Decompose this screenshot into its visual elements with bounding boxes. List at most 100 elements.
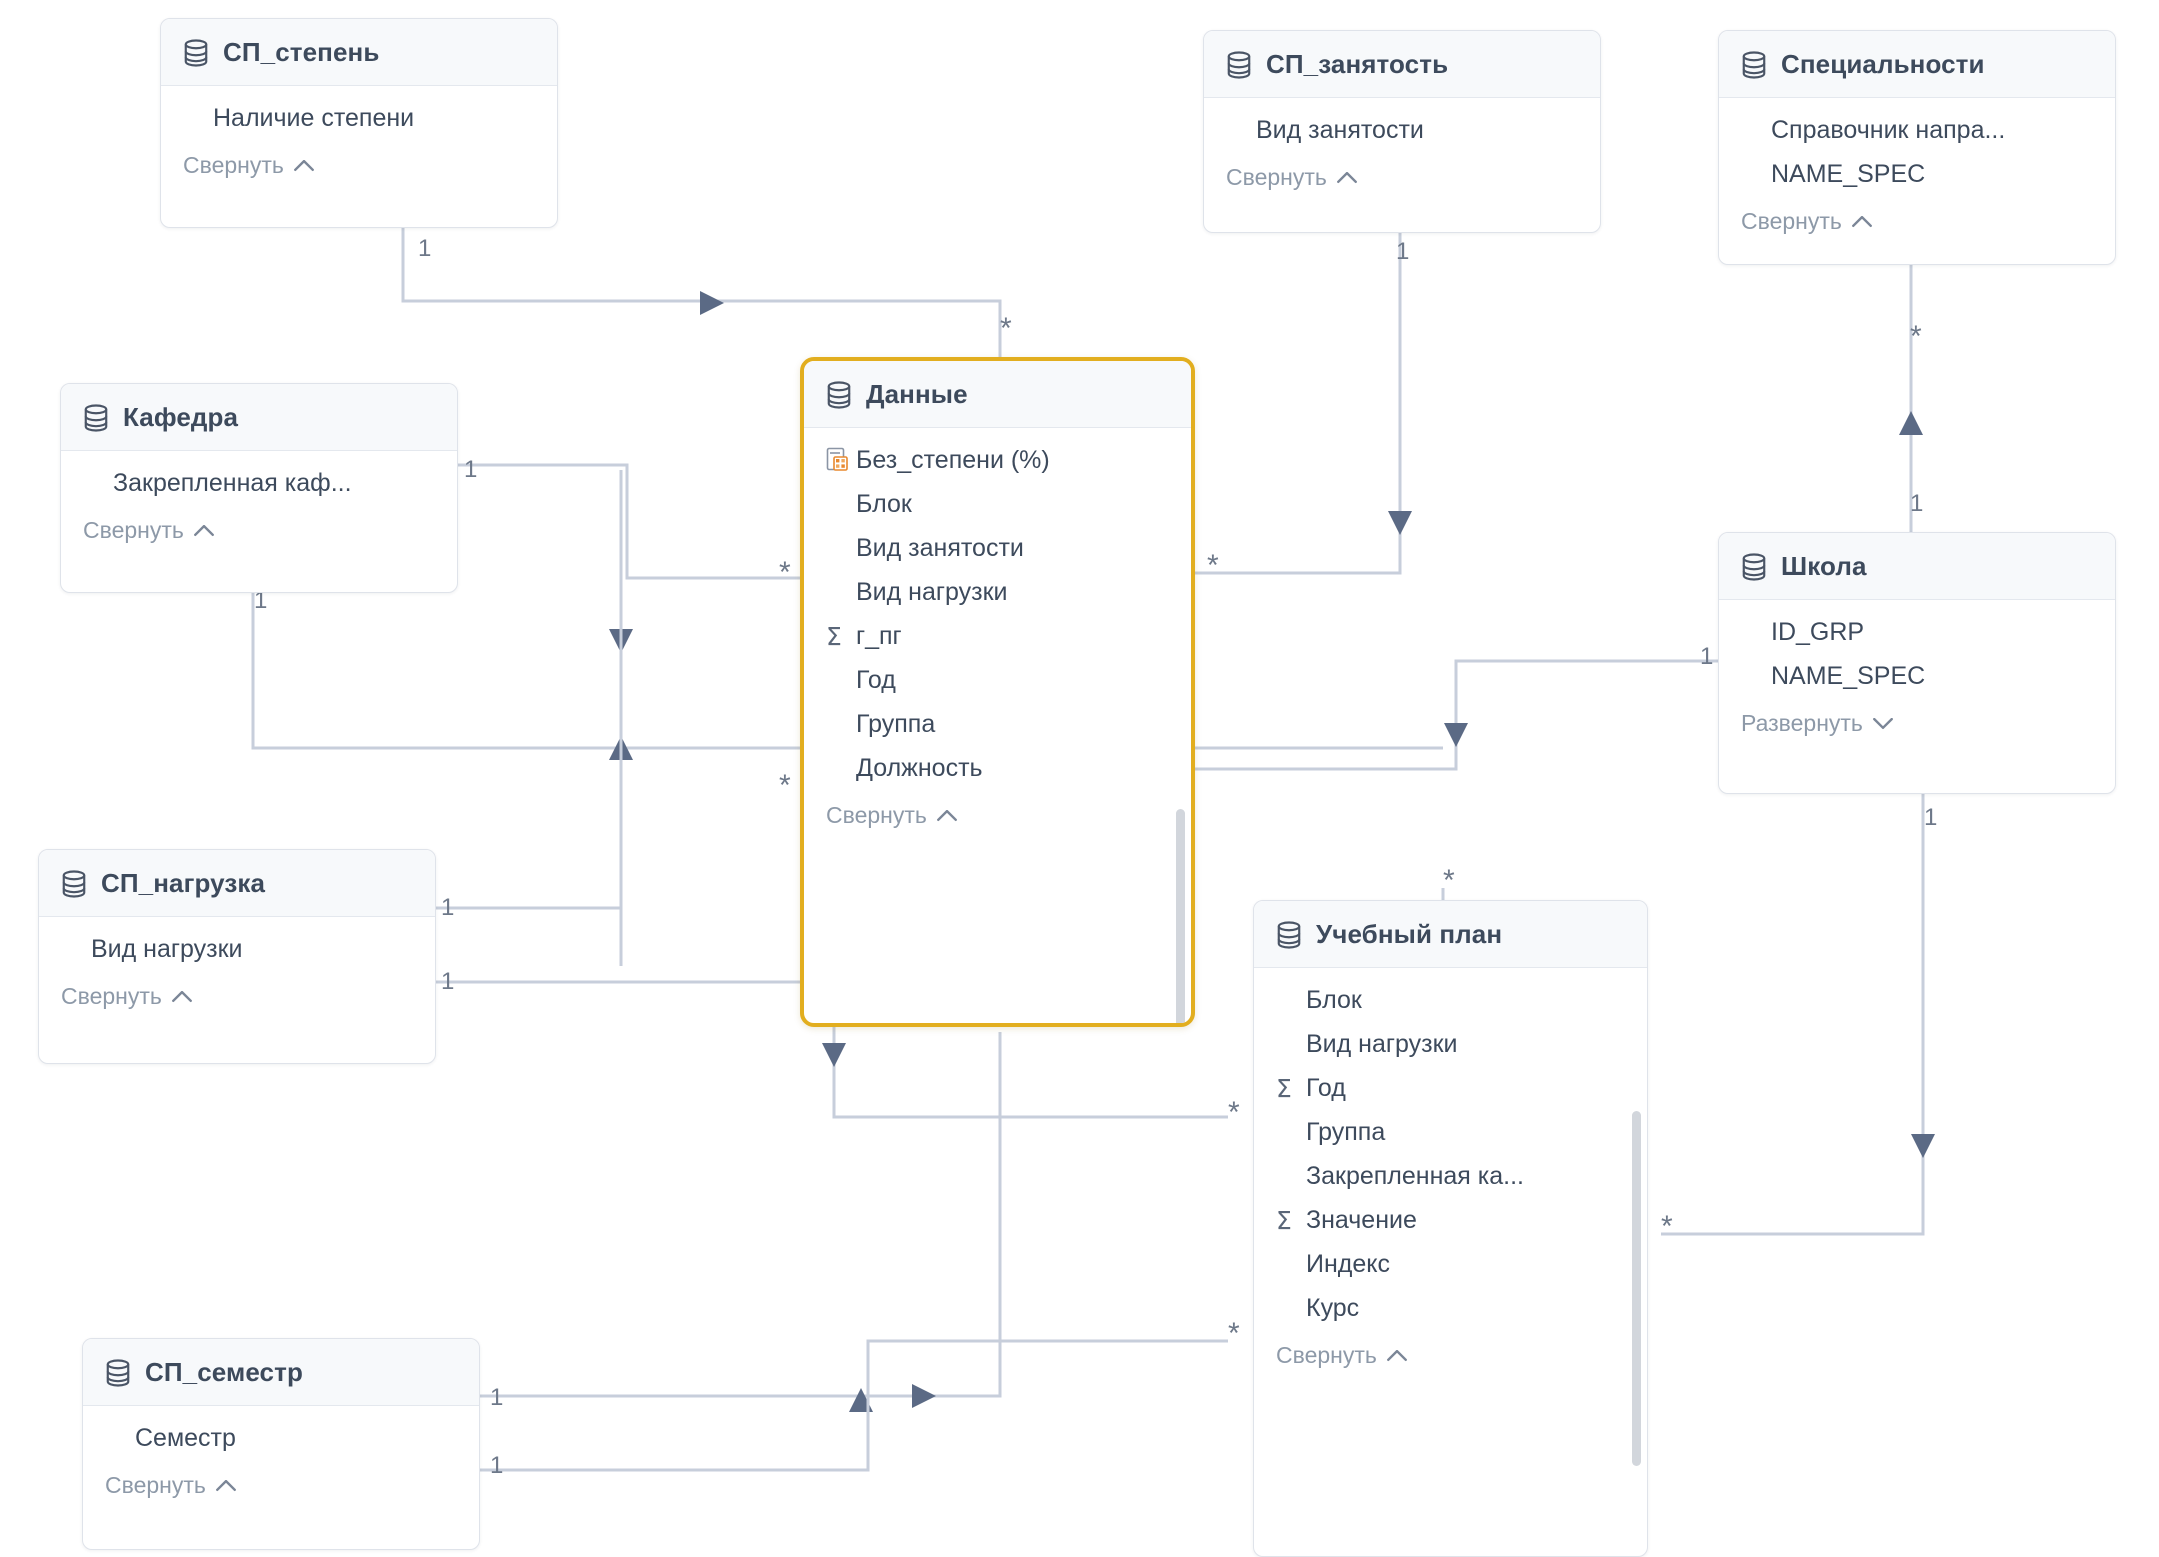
field-row[interactable]: Курс xyxy=(1254,1286,1647,1330)
sum-aggregate-icon: Σ xyxy=(826,621,842,651)
field-row[interactable]: Закрепленная ка... xyxy=(1254,1154,1647,1198)
entity-collapse-label: Свернуть xyxy=(83,517,184,543)
entity-collapse-toggle-dannye[interactable]: Свернуть xyxy=(804,796,1191,845)
field-icon-slot: Σ xyxy=(826,624,856,649)
entity-card-header-uchebny_plan[interactable]: Учебный план xyxy=(1254,901,1647,968)
database-icon xyxy=(106,1358,130,1387)
cardinality-many: * xyxy=(1000,312,1012,345)
chevron-up-icon xyxy=(1336,171,1357,183)
entity-collapse-toggle-sp_stepen[interactable]: Свернуть xyxy=(161,146,557,195)
field-label: Без_степени (%) xyxy=(856,445,1050,474)
entity-collapse-toggle-sp_nagruzka[interactable]: Свернуть xyxy=(39,977,435,1026)
entity-card-header-sp_stepen[interactable]: СП_степень xyxy=(161,19,557,86)
cardinality-many: * xyxy=(1207,549,1219,582)
field-label: Вид занятости xyxy=(856,533,1024,562)
field-row[interactable]: Семестр xyxy=(83,1416,479,1460)
field-icon-slot xyxy=(826,447,856,473)
entity-card-header-specialnosti[interactable]: Специальности xyxy=(1719,31,2115,98)
field-label: Год xyxy=(856,665,896,694)
chevron-up-icon xyxy=(1851,215,1872,227)
field-list-scrollbar[interactable] xyxy=(1176,809,1185,1023)
field-row[interactable]: Группа xyxy=(1254,1110,1647,1154)
cardinality-many: * xyxy=(1910,320,1922,353)
entity-collapse-label: Свернуть xyxy=(826,802,927,828)
database-icon xyxy=(1742,552,1766,581)
entity-title-sp_stepen: СП_степень xyxy=(223,37,380,67)
cardinality-many: * xyxy=(1228,1317,1240,1350)
field-label: Группа xyxy=(856,709,936,738)
entity-card-header-dannye[interactable]: Данные xyxy=(804,361,1191,428)
entity-collapse-toggle-shkola[interactable]: Развернуть xyxy=(1719,704,2115,753)
entity-field-list-specialnosti: Справочник напра...NAME_SPEC xyxy=(1719,98,2115,202)
field-list-scrollbar[interactable] xyxy=(1632,1111,1641,1466)
entity-collapse-label: Свернуть xyxy=(105,1472,206,1498)
field-label: ID_GRP xyxy=(1771,617,1865,646)
field-row[interactable]: Наличие степени xyxy=(161,96,557,140)
entity-card-header-sp_zanyatost[interactable]: СП_занятость xyxy=(1204,31,1600,98)
field-row[interactable]: Индекс xyxy=(1254,1242,1647,1286)
field-row[interactable]: Вид нагрузки xyxy=(39,927,435,971)
field-row[interactable]: Год xyxy=(804,658,1191,702)
entity-collapse-label: Свернуть xyxy=(1276,1342,1377,1368)
field-row[interactable]: Блок xyxy=(1254,978,1647,1022)
entity-field-list-sp_nagruzka: Вид нагрузки xyxy=(39,917,435,977)
field-row[interactable]: Вид нагрузки xyxy=(1254,1022,1647,1066)
entity-title-sp_zanyatost: СП_занятость xyxy=(1266,49,1449,79)
entity-collapse-toggle-kafedra[interactable]: Свернуть xyxy=(61,511,457,560)
cardinality-one: 1 xyxy=(441,968,455,995)
cardinality-one: 1 xyxy=(1700,643,1714,670)
field-label: Группа xyxy=(1306,1117,1386,1146)
field-label: Вид нагрузки xyxy=(91,934,243,963)
sum-aggregate-icon: Σ xyxy=(1276,1073,1292,1103)
field-row[interactable]: Закрепленная каф... xyxy=(61,461,457,505)
entity-collapse-label: Свернуть xyxy=(183,152,284,178)
database-icon xyxy=(84,403,108,432)
entity-card-header-kafedra[interactable]: Кафедра xyxy=(61,384,457,451)
field-row[interactable]: NAME_SPEC xyxy=(1719,152,2115,196)
database-icon xyxy=(1277,920,1301,949)
chevron-up-icon xyxy=(293,159,314,171)
chevron-up-icon xyxy=(193,524,214,536)
field-row[interactable]: ID_GRP xyxy=(1719,610,2115,654)
field-icon-slot: Σ xyxy=(1276,1208,1306,1233)
entity-card-header-sp_nagruzka[interactable]: СП_нагрузка xyxy=(39,850,435,917)
field-row[interactable]: NAME_SPEC xyxy=(1719,654,2115,698)
field-row[interactable]: Без_степени (%) xyxy=(804,438,1191,482)
database-icon xyxy=(184,38,208,67)
field-label: NAME_SPEC xyxy=(1771,661,1926,690)
field-row[interactable]: Справочник напра... xyxy=(1719,108,2115,152)
entity-card-header-sp_semestr[interactable]: СП_семестр xyxy=(83,1339,479,1406)
entity-collapse-label: Развернуть xyxy=(1741,710,1863,736)
field-row[interactable]: Вид нагрузки xyxy=(804,570,1191,614)
entity-collapse-toggle-sp_semestr[interactable]: Свернуть xyxy=(83,1466,479,1515)
field-row[interactable]: Вид занятости xyxy=(1204,108,1600,152)
field-row[interactable]: Блок xyxy=(804,482,1191,526)
database-icon xyxy=(827,380,851,409)
field-label: Закрепленная каф... xyxy=(113,468,352,497)
entity-collapse-toggle-specialnosti[interactable]: Свернуть xyxy=(1719,202,2115,251)
field-row[interactable]: Группа xyxy=(804,702,1191,746)
entity-field-list-sp_zanyatost: Вид занятости xyxy=(1204,98,1600,158)
field-row[interactable]: Должность xyxy=(804,746,1191,790)
entity-card-header-shkola[interactable]: Школа xyxy=(1719,533,2115,600)
entity-collapse-label: Свернуть xyxy=(1226,164,1327,190)
field-label: Должность xyxy=(856,753,983,782)
entity-collapse-toggle-uchebny_plan[interactable]: Свернуть xyxy=(1254,1336,1647,1385)
field-row[interactable]: Вид занятости xyxy=(804,526,1191,570)
entity-collapse-toggle-sp_zanyatost[interactable]: Свернуть xyxy=(1204,158,1600,207)
field-label: Блок xyxy=(1306,985,1362,1014)
